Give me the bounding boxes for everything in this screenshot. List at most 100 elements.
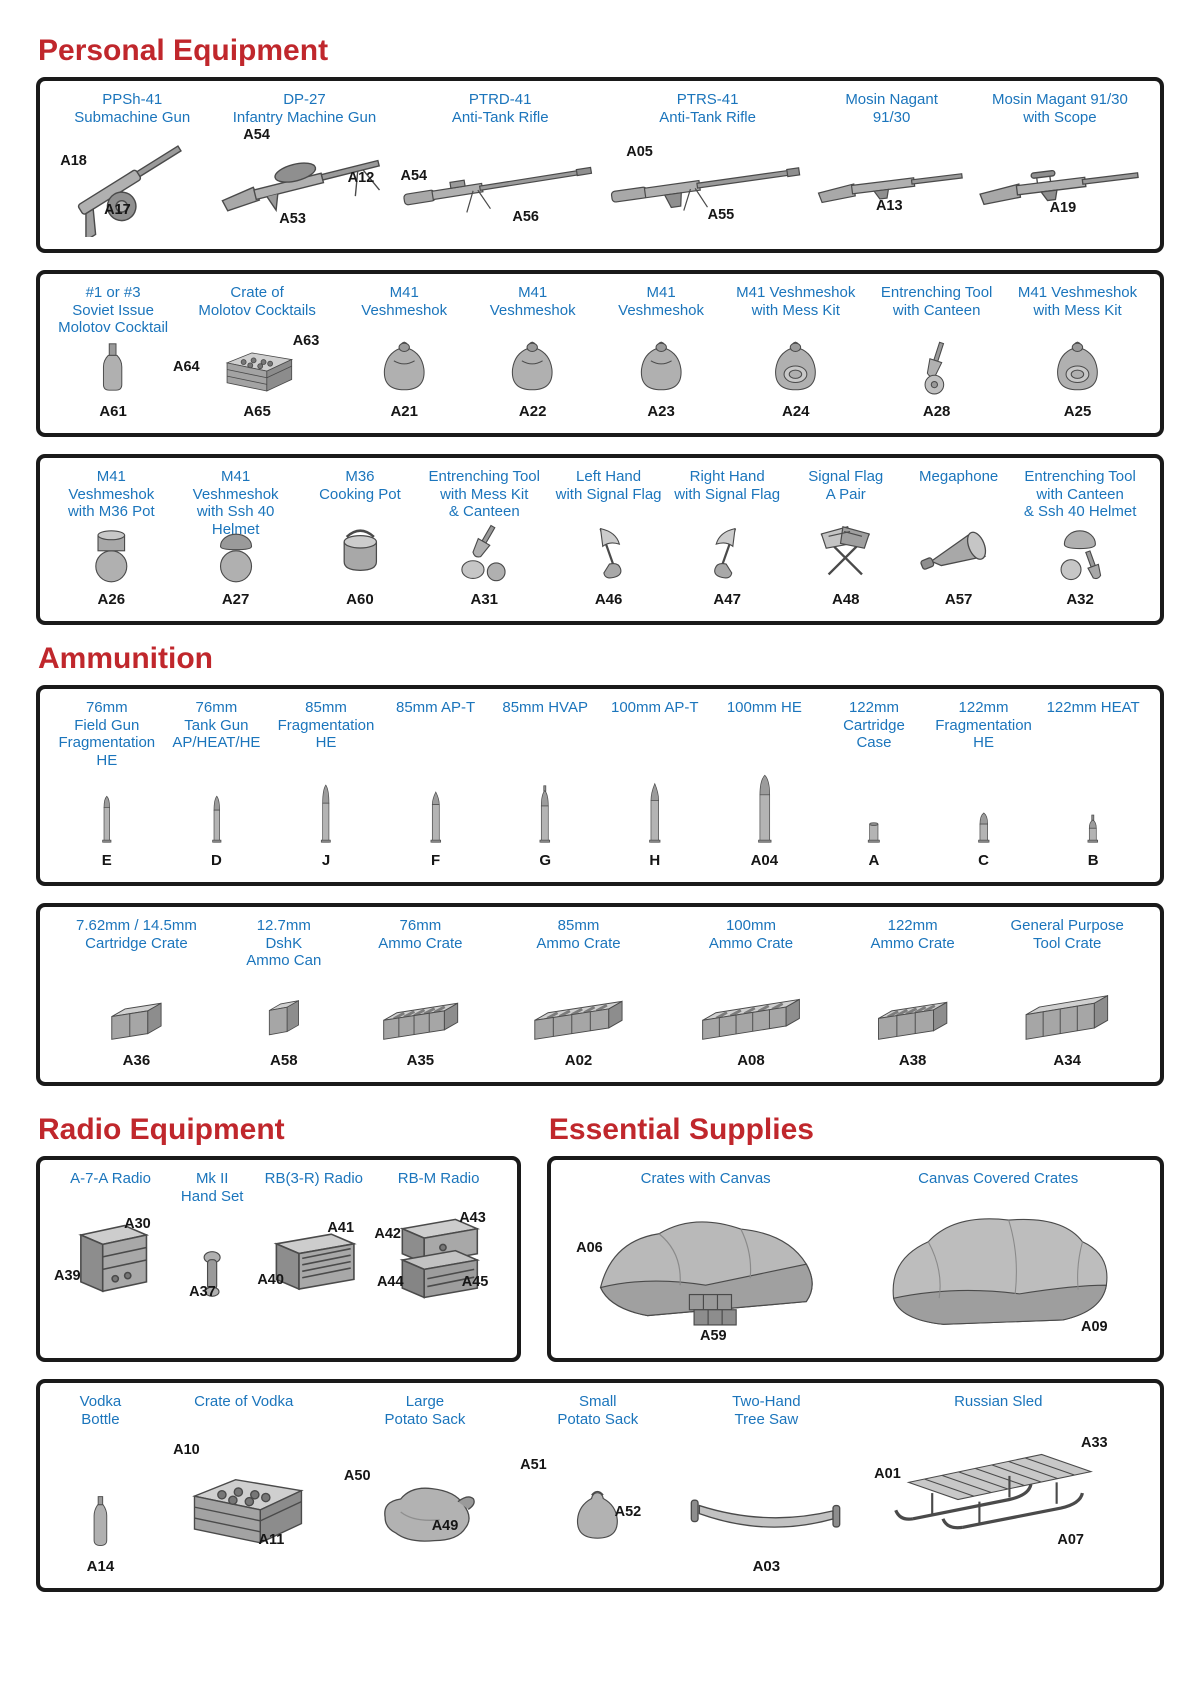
dshk-ammo-can-icon [223, 971, 345, 1045]
part-label: RB(3-R) Radio [264, 1170, 364, 1187]
part-number-callout-a13: A13 [875, 198, 903, 215]
part-number-callout-a40: A40 [257, 1272, 284, 1288]
part-label: Entrenching Tool with Canteen & Ssh 40 H… [1023, 468, 1137, 521]
part-number: A22 [518, 403, 547, 420]
part-label: 100mm Ammo Crate [708, 917, 794, 952]
part-label: 85mm HVAP [502, 699, 588, 716]
part-item-a31: Entrenching Tool with Mess Kit & Canteen… [421, 468, 547, 609]
part-label: Megaphone [919, 468, 999, 485]
part-number: A38 [898, 1052, 927, 1069]
veshmeshok-sack-icon [470, 338, 594, 396]
veshmeshok-sack-icon [342, 338, 466, 396]
part-label: 76mm Tank Gun AP/HEAT/HE [172, 699, 261, 752]
section-heading-personal-equipment: Personal Equipment [38, 34, 329, 67]
part-label: 100mm AP-T [611, 699, 699, 716]
part-number-callout-a09: A09 [1080, 1318, 1108, 1335]
part-number-callout-a18: A18 [60, 152, 87, 169]
veshmeshok-pot-icon [54, 522, 169, 584]
part-number-callout-a63: A63 [292, 333, 320, 350]
part-number-callout-a30: A30 [124, 1216, 151, 1232]
part-label: 122mm Fragmentation HE [935, 699, 1032, 752]
part-label: M41 Veshmeshok with Mess Kit [1017, 284, 1138, 319]
shell-100-apt-icon [602, 753, 708, 845]
veshmeshok-sack-icon [599, 338, 723, 396]
part-label: 122mm Cartridge Case [843, 699, 905, 752]
part-label: 122mm HEAT [1046, 699, 1140, 716]
handset-icon: A37 [171, 1210, 253, 1310]
part-number: A14 [86, 1558, 115, 1575]
part-number: A34 [1053, 1052, 1081, 1069]
part-number: A65 [243, 403, 271, 420]
part-label: M41 Veshmeshok [361, 284, 448, 319]
part-number-callout-a49: A49 [431, 1517, 459, 1534]
entrench-helmet-icon [1014, 522, 1146, 584]
part-number: A47 [713, 591, 741, 608]
part-label: M41 Veshmeshok with Mess Kit [736, 284, 856, 319]
part-label: Mosin Nagant 91/30 [845, 91, 938, 126]
shell-76-ap-icon [164, 753, 270, 845]
veshmeshok-messkit-icon [727, 338, 864, 396]
projectile-122-he-icon [931, 753, 1037, 845]
part-number-callout-a52: A52 [614, 1503, 642, 1520]
part-number: A27 [221, 591, 250, 608]
part-label: Signal Flag A Pair [808, 468, 884, 503]
part-label: Entrenching Tool with Canteen [880, 284, 993, 319]
part-number: A [868, 852, 880, 869]
part-label: 76mm Ammo Crate [378, 917, 463, 952]
part-number: A61 [99, 403, 127, 420]
part-label: 7.62mm / 14.5mm Cartridge Crate [75, 917, 197, 952]
part-number-callout-a45: A45 [461, 1274, 489, 1290]
part-label: 76mm Field Gun Fragmentation HE [58, 699, 156, 770]
part-number-callout-a10: A10 [173, 1442, 200, 1459]
part-number: A02 [564, 1052, 593, 1069]
cooking-pot-icon [303, 522, 418, 584]
ammo-crate-76-icon [349, 971, 492, 1045]
part-number-callout-a39: A39 [54, 1268, 81, 1284]
part-number-callout-a43: A43 [459, 1210, 486, 1226]
part-label: Vodka Bottle [79, 1393, 122, 1428]
section-heading-radio-equipment: Radio Equipment [38, 1113, 285, 1146]
part-label: Crate of Molotov Cocktails [198, 284, 316, 319]
part-label: Canvas Covered Crates [918, 1170, 1079, 1187]
part-number: A36 [122, 1052, 151, 1069]
part-number: A46 [594, 591, 623, 608]
part-number-callout-a01: A01 [874, 1466, 901, 1483]
part-number-callout-a19: A19 [1049, 200, 1077, 217]
part-number-callout-a44: A44 [376, 1274, 404, 1290]
part-number: A32 [1066, 591, 1094, 608]
part-number-callout-a07: A07 [1057, 1532, 1084, 1549]
veshmeshok-helmet-icon [173, 522, 299, 584]
mosin-rifle-icon: A13 [813, 129, 970, 237]
